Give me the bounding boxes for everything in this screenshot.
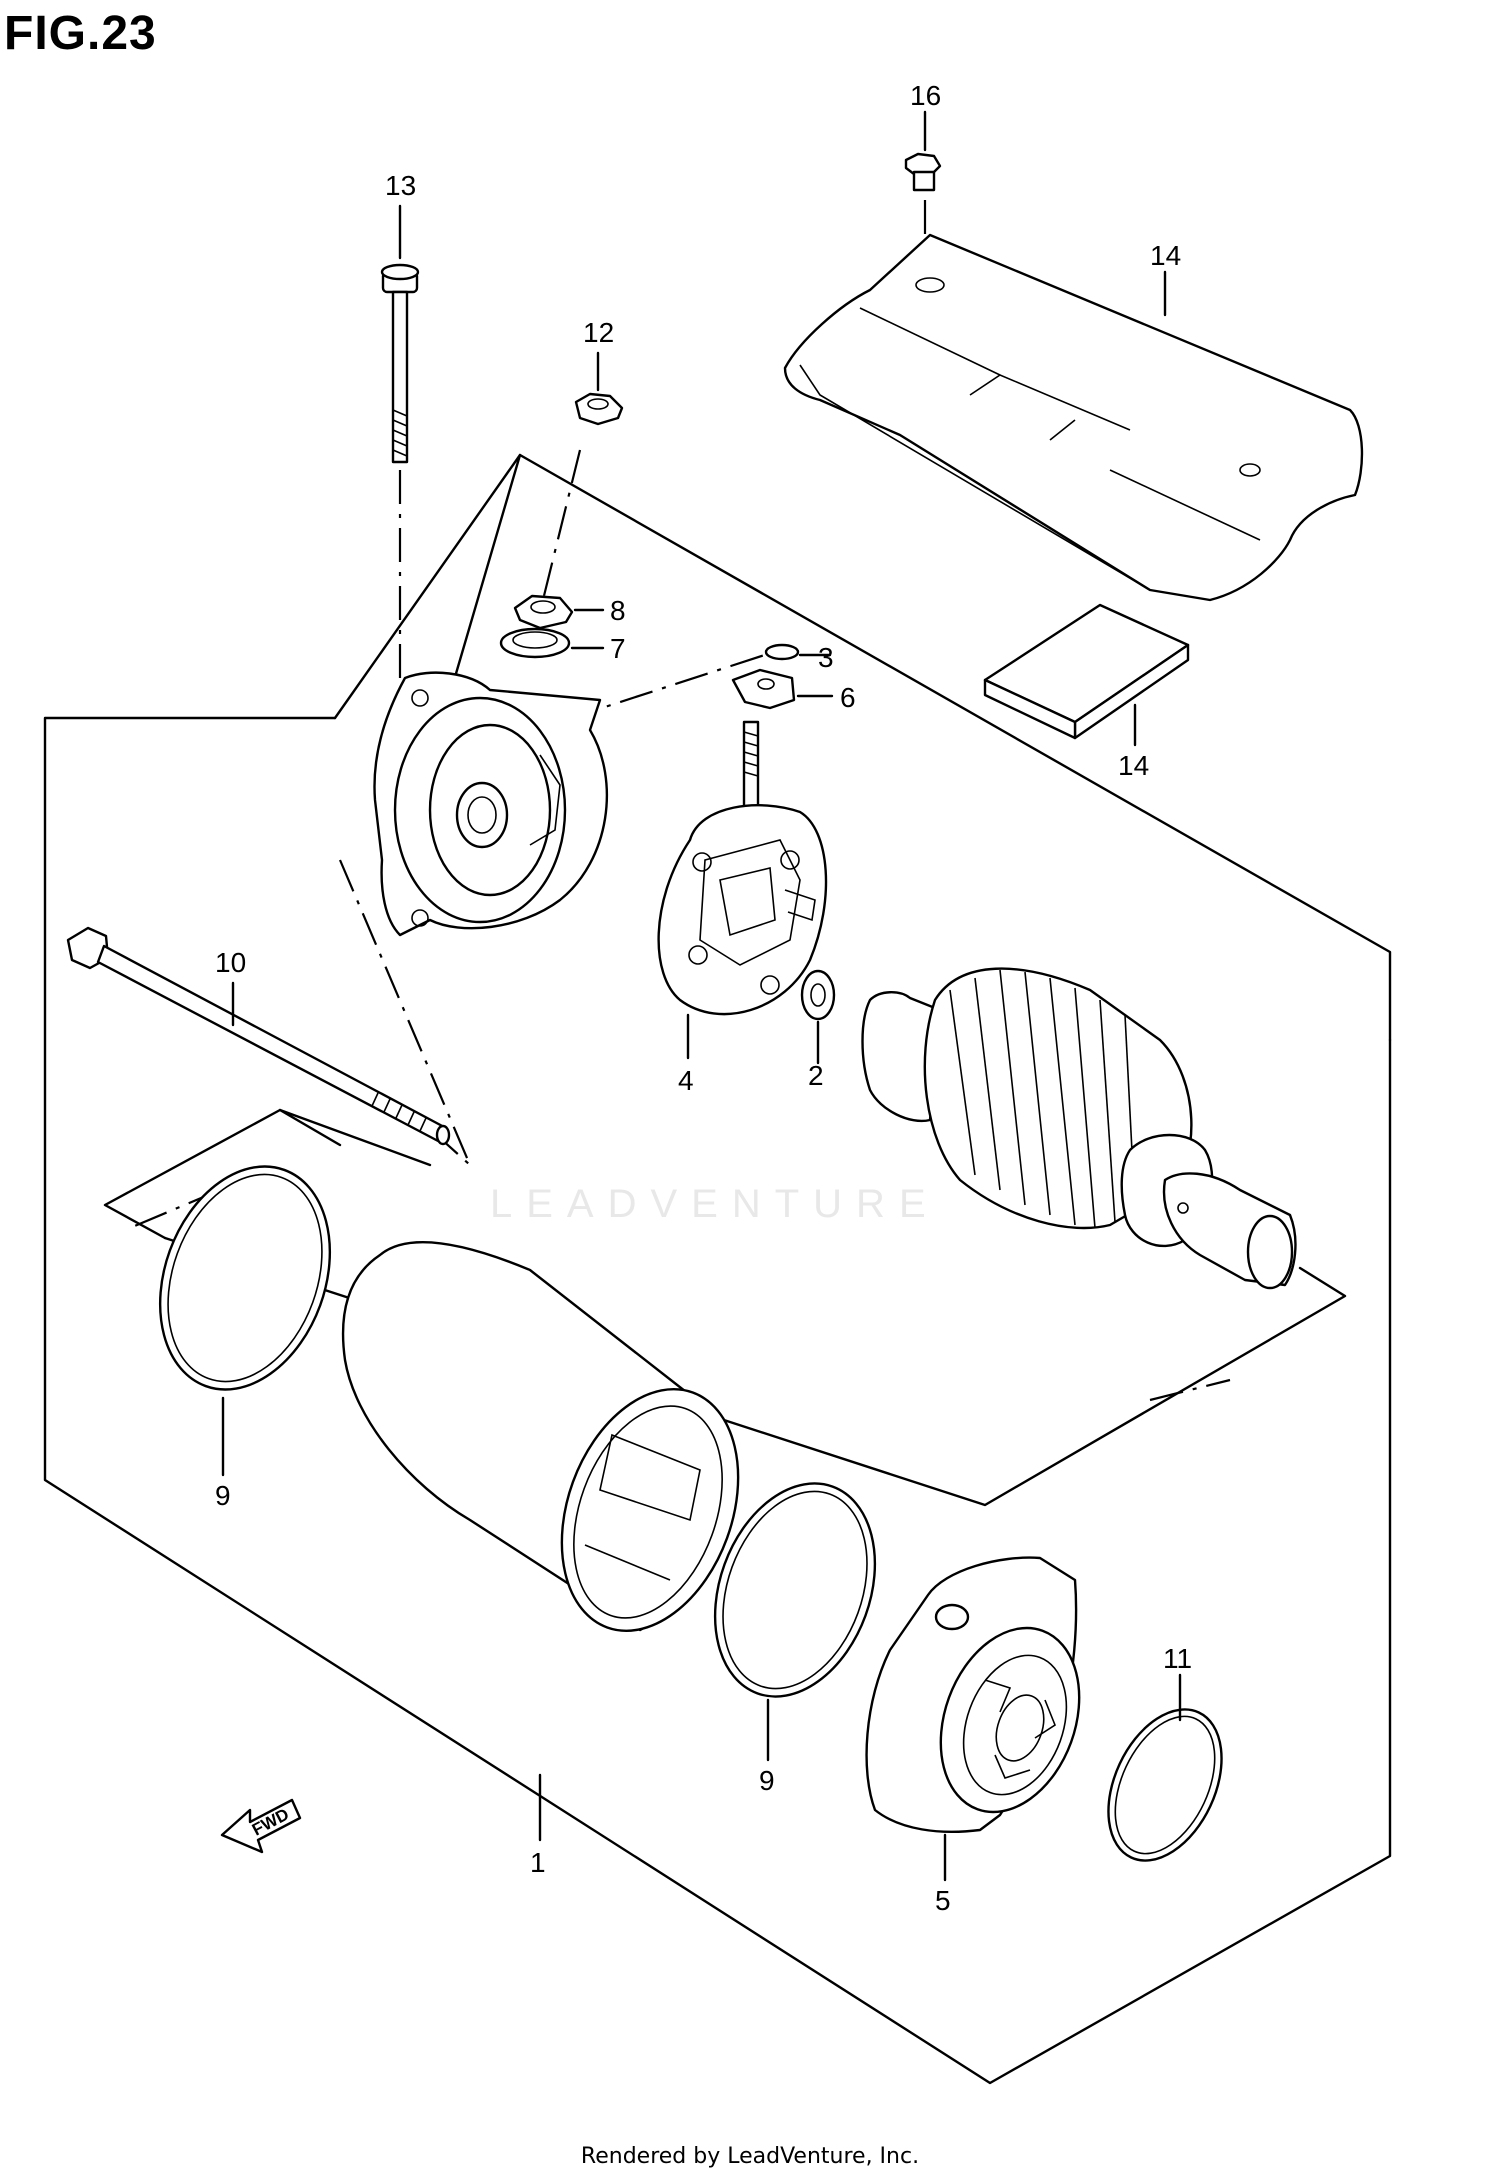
assembly-outline — [43, 453, 1392, 2085]
footer-credit: Rendered by LeadVenture, Inc. — [580, 2144, 920, 2169]
callout-3: 3 — [818, 642, 834, 673]
front-end-cover-5 — [865, 1556, 1081, 1833]
o-ring-3 — [764, 643, 800, 661]
o-ring-9b — [713, 1482, 877, 1698]
pad-15 — [983, 603, 1190, 740]
callout-1: 1 — [530, 1847, 546, 1878]
o-ring-9a — [158, 1165, 332, 1391]
armature — [861, 967, 1297, 1290]
yoke-housing — [341, 1240, 740, 1632]
o-ring-11 — [1107, 1708, 1223, 1862]
callout-15: 14 — [1118, 750, 1149, 781]
callout-13: 13 — [385, 170, 416, 201]
bolt-16 — [904, 152, 942, 192]
nut-8 — [513, 594, 574, 630]
callout-12: 12 — [583, 317, 614, 348]
fwd-arrow-icon: FWD — [220, 1798, 302, 1854]
callout-2: 2 — [808, 1060, 824, 1091]
rear-end-cover — [373, 671, 608, 937]
bolt-13 — [380, 263, 420, 464]
through-bolt-10 — [66, 926, 451, 1146]
callout-8: 8 — [610, 595, 626, 626]
washer-2 — [800, 969, 836, 1021]
callout-labels: 13 12 16 14 8 7 3 6 14 10 4 2 9 9 11 1 5 — [215, 80, 1192, 1916]
callout-9a: 9 — [215, 1480, 231, 1511]
cover-14 — [783, 233, 1364, 602]
callout-16: 16 — [910, 80, 941, 111]
leader-lines — [221, 110, 1182, 1882]
callout-10: 10 — [215, 947, 246, 978]
callout-6: 6 — [840, 682, 856, 713]
watermark-text: LEADVENTURE — [490, 1182, 940, 1226]
washer-7 — [499, 627, 571, 659]
brush-holder-4 — [657, 720, 828, 1016]
clip-6 — [731, 668, 796, 710]
figure-title: FIG.23 — [4, 7, 157, 60]
callout-5: 5 — [935, 1885, 951, 1916]
callout-9b: 9 — [759, 1765, 775, 1796]
callout-14: 14 — [1150, 240, 1181, 271]
callout-4: 4 — [678, 1065, 694, 1096]
callout-11: 11 — [1163, 1643, 1192, 1674]
callout-7: 7 — [610, 633, 626, 664]
nut-12 — [574, 392, 624, 426]
